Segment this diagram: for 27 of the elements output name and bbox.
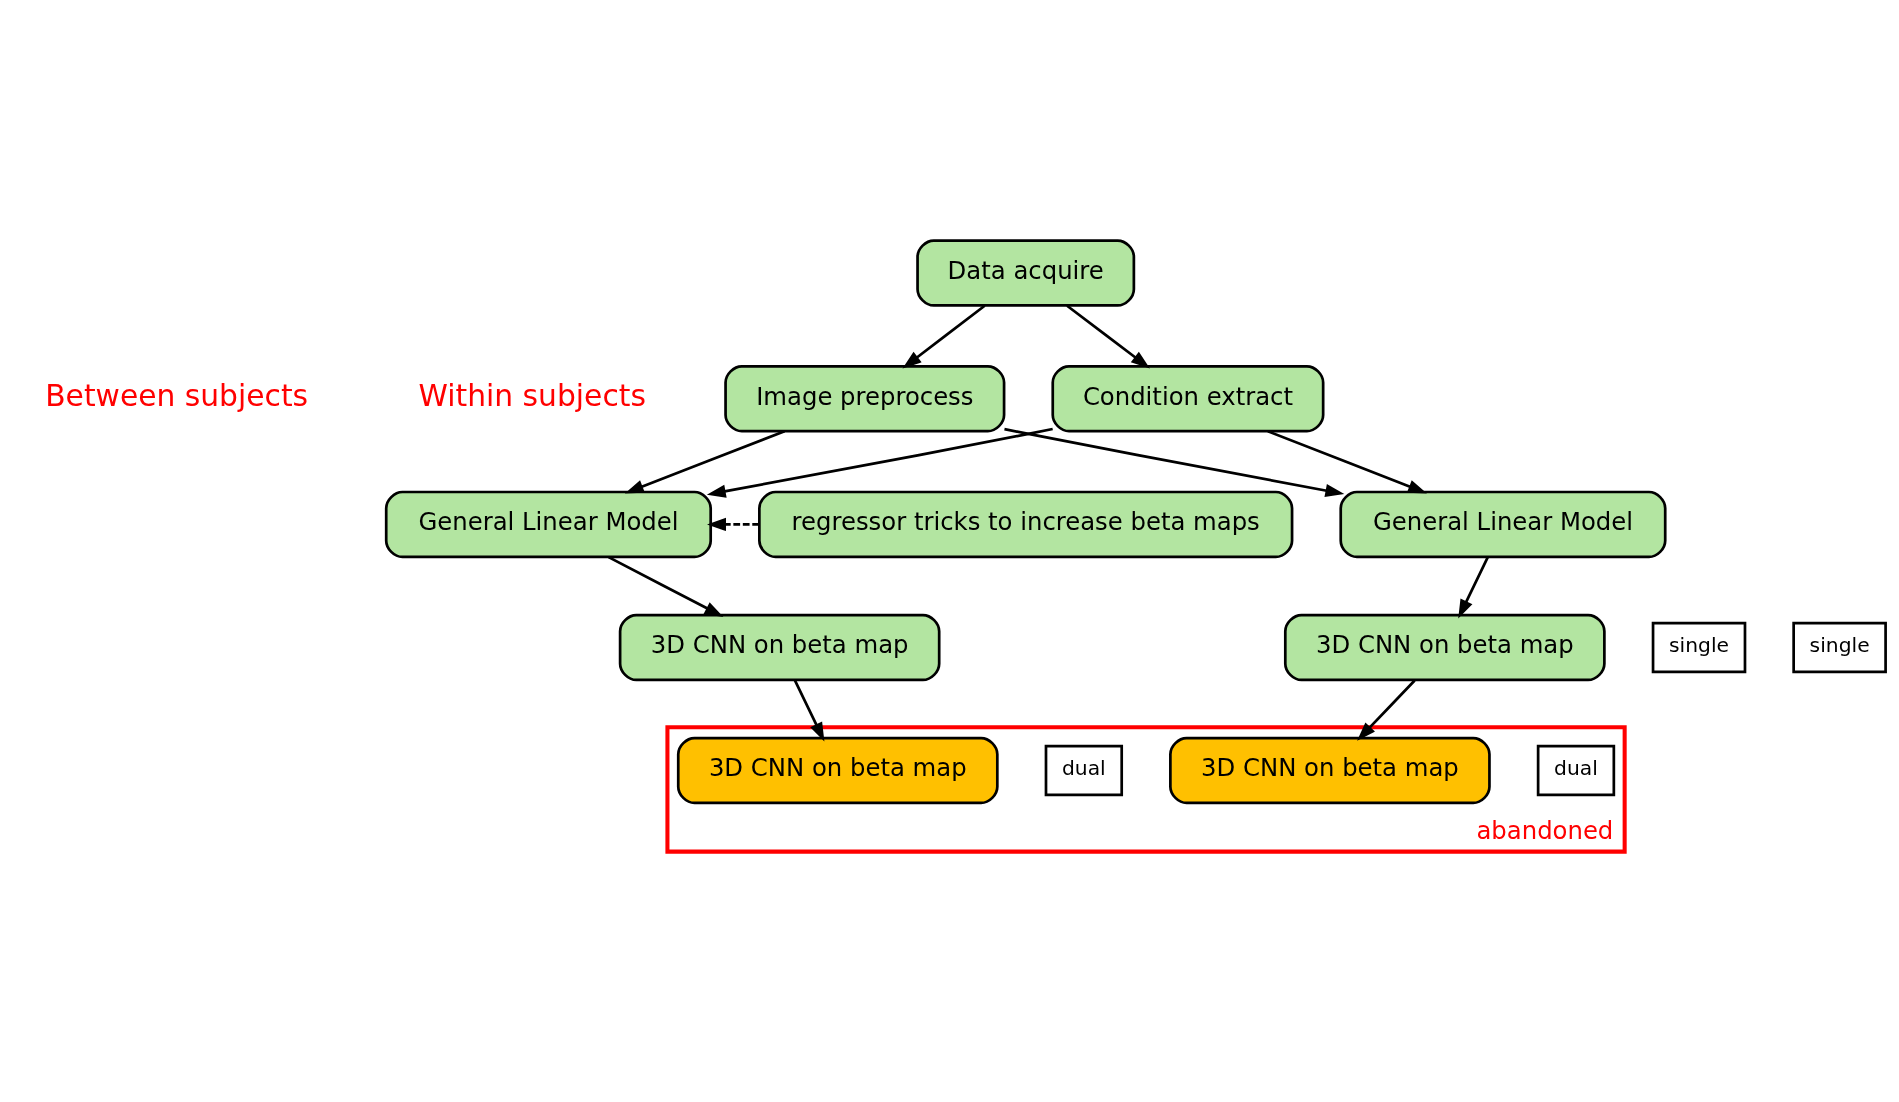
arrow [902, 304, 985, 369]
node-box: Condition extract [1050, 364, 1324, 433]
arrow [793, 679, 824, 741]
arrow [624, 429, 785, 493]
node-box: regressor tricks to increase beta maps [757, 490, 1293, 558]
node-box: Data acquire [915, 238, 1135, 307]
arrow [1356, 679, 1416, 741]
arrow [1003, 427, 1344, 497]
node-box: dual [1044, 744, 1123, 796]
arrow [1065, 304, 1150, 369]
node-box: dual [1536, 744, 1615, 796]
node-box: Image preprocess [723, 364, 1005, 433]
arrow [706, 517, 759, 531]
label: Within subjects [418, 377, 646, 413]
node-box: single [1651, 621, 1746, 673]
node-box: single [1791, 621, 1887, 673]
arrow [1266, 429, 1427, 493]
node-box: 3D CNN on beta map [1168, 736, 1491, 804]
node-box: General Linear Model [384, 490, 712, 558]
arrow [607, 555, 723, 617]
node-box: 3D CNN on beta map [676, 736, 999, 804]
arrow [706, 427, 1053, 498]
arrow [1457, 556, 1489, 618]
node-box: 3D CNN on beta map [1283, 613, 1606, 681]
node-box: General Linear Model [1338, 490, 1667, 558]
label: Between subjects [44, 377, 308, 413]
node-box: 3D CNN on beta map [618, 613, 941, 681]
